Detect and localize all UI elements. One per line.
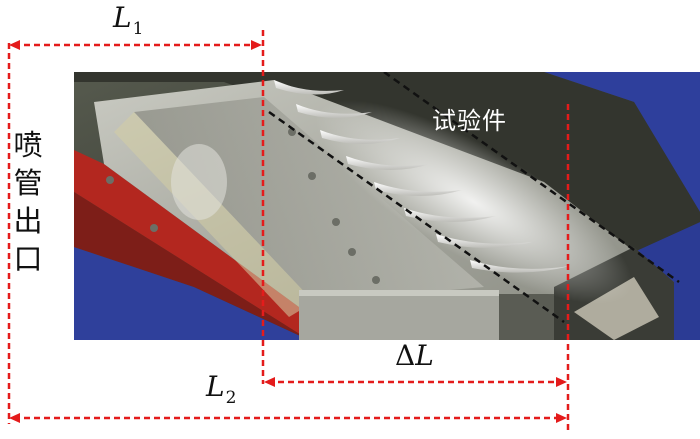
bolt <box>308 172 316 180</box>
arrowhead <box>264 377 275 387</box>
nozzle-exit-char: 口 <box>13 242 43 276</box>
lower-recess <box>499 294 559 340</box>
arrowhead <box>9 40 20 50</box>
bolt <box>332 218 340 226</box>
arrowhead <box>556 377 567 387</box>
delta-l-label: ΔL <box>395 342 434 370</box>
bolts <box>106 128 380 284</box>
blade <box>296 104 372 118</box>
blue-frame-bottom <box>74 247 309 340</box>
l1-label: L1 <box>113 4 143 38</box>
arrowhead <box>9 413 20 423</box>
blue-frame-top <box>544 72 700 212</box>
deposit <box>171 144 227 220</box>
nozzle-exit-char: 管 <box>13 166 43 200</box>
blade <box>346 156 430 170</box>
specimen-edge-upper <box>383 72 680 284</box>
blade-cascade <box>274 80 570 273</box>
bolt <box>106 176 114 184</box>
nozzle-exit-label: 喷 管 出 口 <box>12 126 44 278</box>
blade <box>320 130 400 144</box>
blade <box>274 80 344 95</box>
cable-bundle <box>574 277 659 340</box>
arrowhead <box>251 40 262 50</box>
l1-subscript: 1 <box>132 19 144 39</box>
specimen-edge-lower <box>268 110 565 324</box>
specimen-label: 试验件 <box>432 107 507 135</box>
blade <box>436 234 532 248</box>
blade <box>404 208 496 222</box>
l2-symbol: L <box>206 370 225 403</box>
bolt <box>150 224 158 232</box>
upper-housing <box>74 72 700 252</box>
bolt <box>348 248 356 256</box>
nozzle-exit-char: 喷 <box>13 128 43 162</box>
l1-symbol: L <box>113 1 132 34</box>
blade <box>374 182 462 196</box>
l2-label: L2 <box>206 373 236 407</box>
light-glow <box>315 100 633 304</box>
bolt <box>372 276 380 284</box>
delta-variable: L <box>415 339 434 372</box>
nozzle-exit-char: 出 <box>13 204 43 238</box>
flow-channel <box>134 97 484 302</box>
blade <box>470 260 570 273</box>
lower-block-edge <box>299 290 499 296</box>
delta-symbol: Δ <box>395 339 416 372</box>
l2-subscript: 2 <box>225 388 237 408</box>
red-rail-shadow <box>74 192 309 340</box>
lower-block <box>299 290 499 340</box>
arrowhead <box>556 413 567 423</box>
